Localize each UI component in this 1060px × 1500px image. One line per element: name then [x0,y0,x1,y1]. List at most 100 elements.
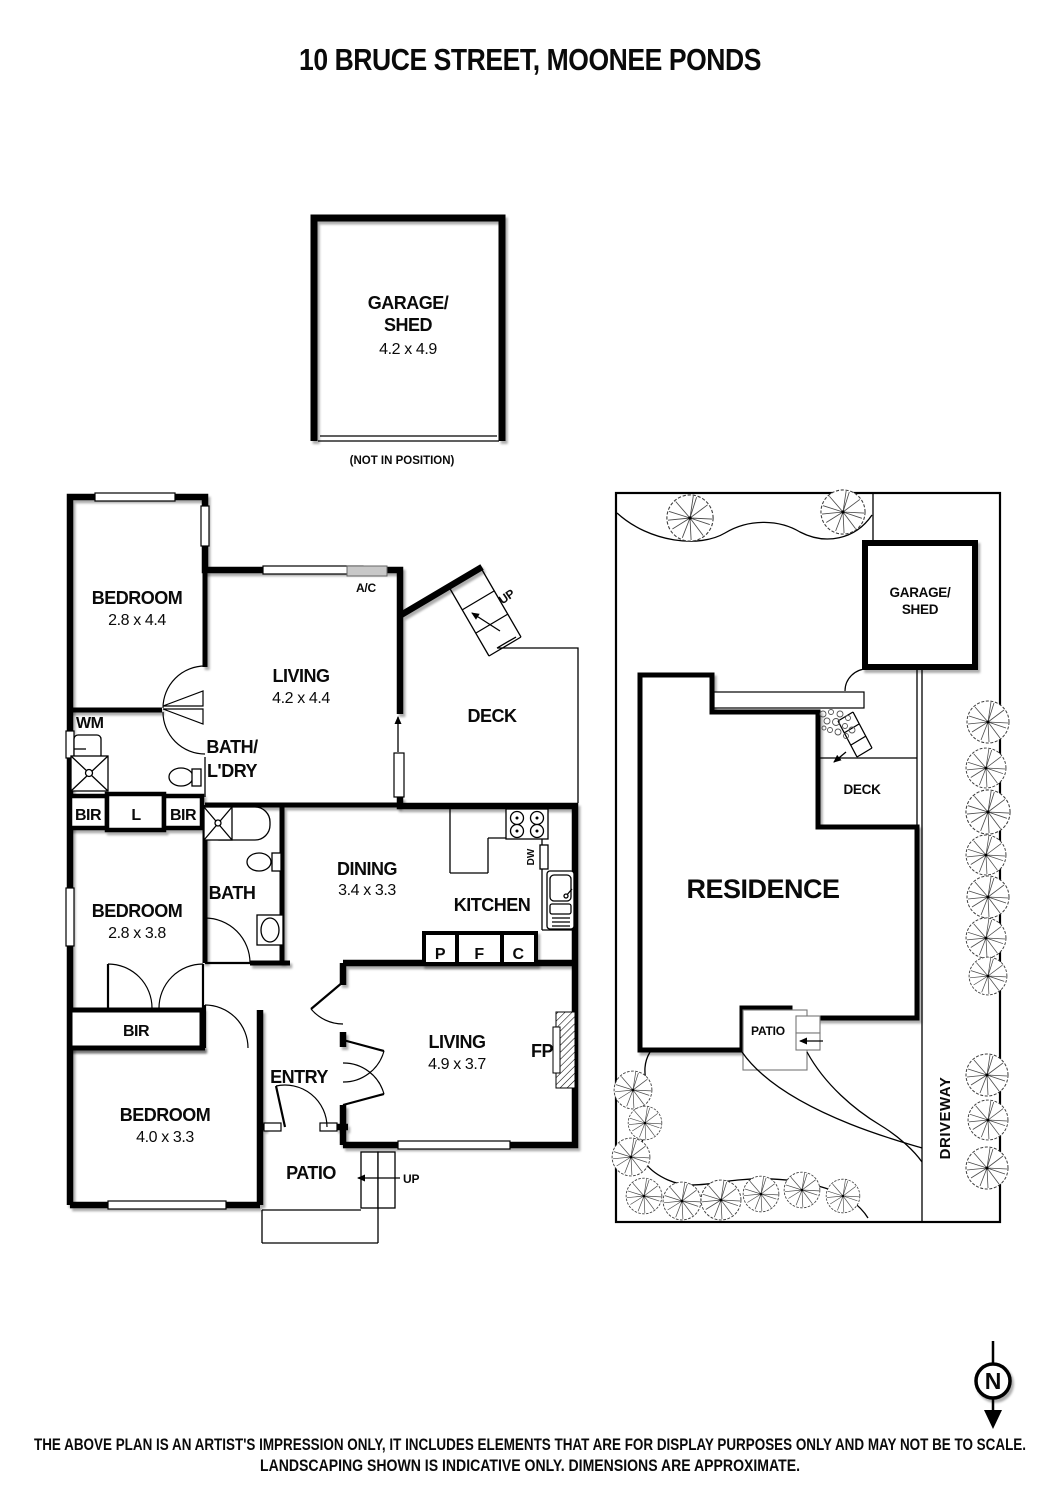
door-arc [342,1062,385,1095]
door-arc [342,1050,385,1083]
garage-label-2: SHED [384,315,433,335]
driveway-label: DRIVEWAY [937,1077,954,1160]
window [200,505,210,547]
fp-label: FP [531,1041,553,1061]
garage-note: (NOT IN POSITION) [350,455,455,467]
bath-label: BATH [209,883,256,903]
floor-plan: UP [65,492,579,1244]
door-arc [162,665,206,709]
robe-door-leaf [106,964,205,1008]
cupboard [500,931,538,966]
site-patio-label: PATIO [751,1024,785,1038]
living2-dims: 4.9 x 3.7 [428,1056,486,1073]
doors [106,665,385,1128]
site-garage [862,540,978,670]
linen-label: L [131,807,141,824]
verandah [713,691,865,709]
site-plan: GARAGE/ SHED RESIDENCE DECK PATIO [611,489,1011,1224]
bir-closet [67,793,110,831]
pantry-label: P [435,946,446,963]
door-arc [107,963,153,1009]
window [107,1200,227,1210]
door-leaf [310,981,344,1010]
disclaimer-line-2: LANDSCAPING SHOWN IS INDICATIVE ONLY. DI… [260,1456,800,1475]
pebble-garden [819,709,856,739]
residence-outline [637,672,920,1053]
up-label: UP [496,586,518,607]
dining-dims: 3.4 x 3.3 [338,882,396,899]
fridge-label: F [474,946,484,963]
residence-label: RESIDENCE [686,874,839,904]
door-leaf [342,1038,385,1107]
door-arc [204,917,251,964]
toilet-icon [168,767,194,787]
ac-unit-icon [346,565,388,577]
room-labels: BEDROOM 2.8 x 4.4 LIVING 4.2 x 4.4 DECK … [75,581,554,1183]
kitchen-label: KITCHEN [454,895,531,915]
steps-icon [360,1151,379,1209]
robes [67,791,538,1051]
fridge-cavity [455,931,504,966]
bir-closet [161,793,205,831]
bedroom3-dims: 4.0 x 3.3 [136,1129,194,1146]
door-jamb [263,1122,282,1132]
sliding-door [393,752,405,798]
site-deck: DECK [818,667,918,827]
north-label: N [985,1368,1002,1394]
door-arc [204,1004,249,1049]
toilet-icon [246,852,272,872]
living2-label: LIVING [428,1032,485,1052]
door-jamb [319,1122,338,1132]
fireplace-icon [552,1011,576,1089]
dining-label: DINING [337,859,397,879]
ac-label: A/C [356,581,377,595]
entry-label: ENTRY [270,1067,328,1087]
bir-label: BIR [123,1023,150,1040]
bath-ldry-label: BATH/ [206,737,258,757]
window [94,492,176,502]
site-deck-label: DECK [843,782,881,797]
garden-bed-line [616,512,873,542]
site-garage-label-2: SHED [902,602,939,617]
site-patio: PATIO [742,1009,823,1071]
door-arc [275,1084,328,1128]
steps-icon [795,1015,821,1034]
front-door-leaf [274,1085,287,1128]
bir-label: BIR [75,807,102,824]
bifold-door-icon [162,708,204,725]
dishwasher-icon [539,844,549,870]
windows [65,492,511,1210]
bedroom2-label: BEDROOM [92,901,183,921]
door-arc [162,711,206,755]
bedroom1-dims: 2.8 x 4.4 [108,612,166,629]
bedroom1-label: BEDROOM [92,588,183,608]
patio-area: UP [261,1151,420,1244]
page-title: 10 BRUCE STREET, MOONEE PONDS [299,42,761,77]
sink-icon [546,870,575,930]
disclaimer-line-1: THE ABOVE PLAN IS AN ARTIST'S IMPRESSION… [34,1435,1026,1454]
bedroom2-dims: 2.8 x 3.8 [108,925,166,942]
deck-area: UP [448,567,579,803]
steps-icon [377,1151,396,1209]
deck-label: DECK [467,706,517,726]
door-arc [310,1008,344,1025]
living1-label: LIVING [272,666,329,686]
fixtures [70,734,576,1089]
detached-garage: GARAGE/ SHED 4.2 x 4.9 (NOT IN POSITION) [310,214,506,467]
stairs-icon [448,567,522,657]
cupboard-label: C [512,946,524,963]
wm-label: WM [76,715,104,732]
stairs-icon [833,711,873,763]
bifold-door-icon [162,690,204,707]
window [65,730,75,759]
bir-closet [67,1007,205,1051]
door-arc [158,963,204,1009]
site-garage-label: GARAGE/ [890,585,951,600]
north-compass-icon: N [974,1341,1012,1429]
bath-ldry-label-2: L'DRY [207,761,258,781]
patio-label: PATIO [286,1163,336,1183]
window [397,1140,511,1150]
cooktop-icon [505,808,549,840]
